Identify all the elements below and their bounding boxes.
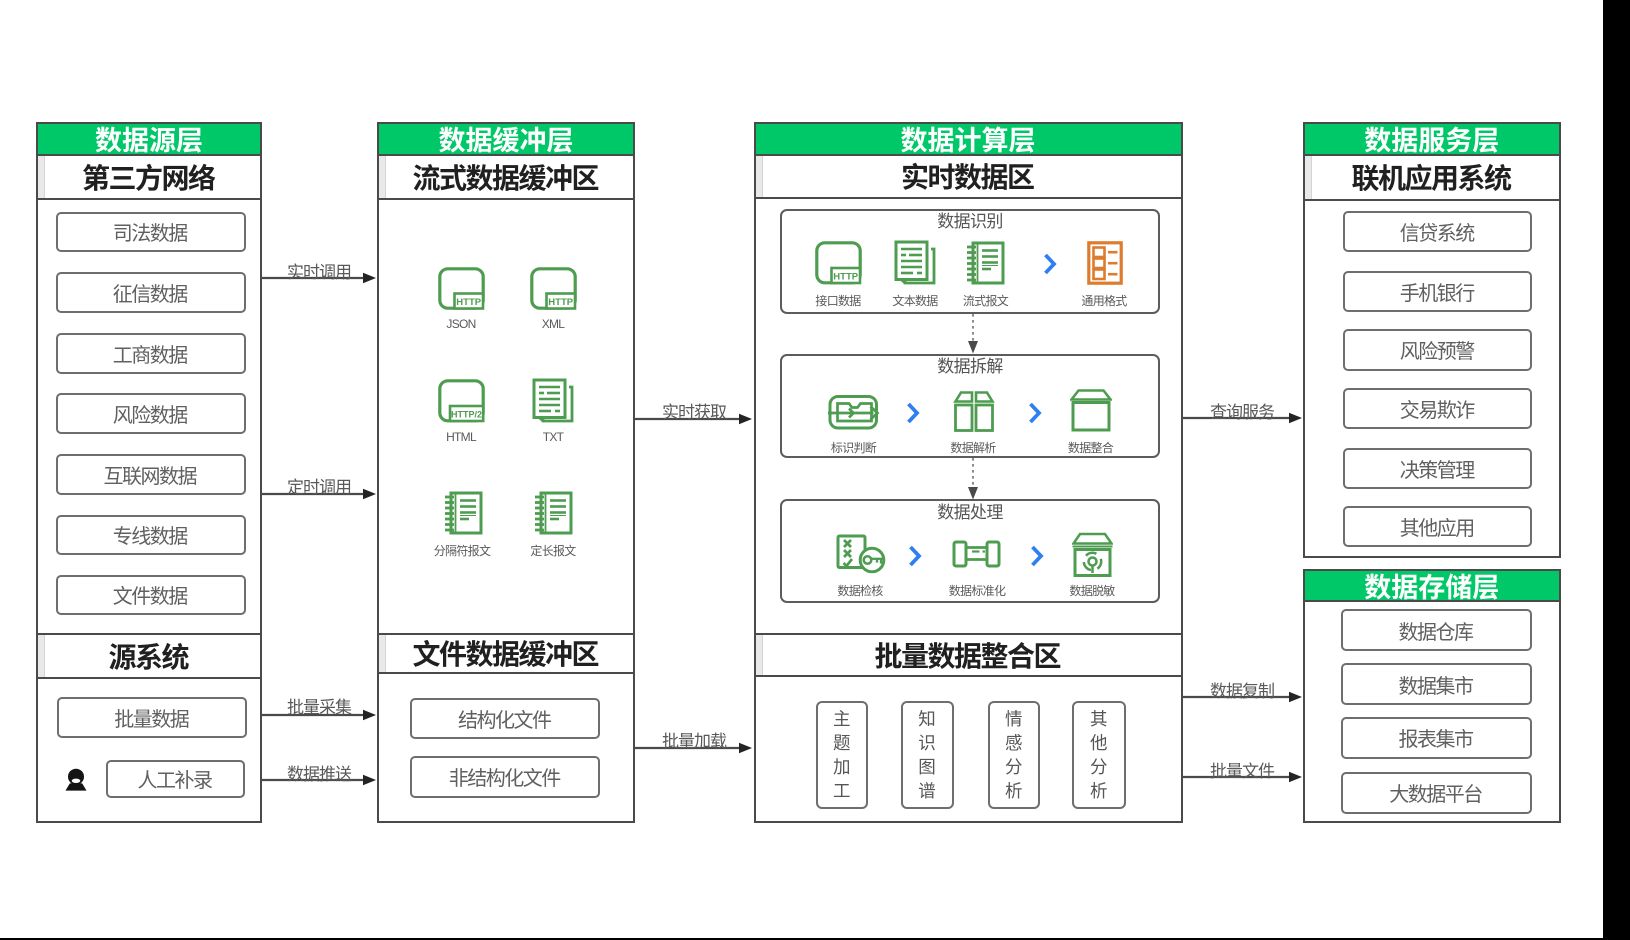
svg-text:HTTP/2: HTTP/2: [450, 410, 481, 420]
svg-text:HTTP: HTTP: [833, 271, 858, 282]
svg-text:HTTP: HTTP: [456, 297, 481, 308]
svg-text:HTTP: HTTP: [548, 297, 573, 308]
